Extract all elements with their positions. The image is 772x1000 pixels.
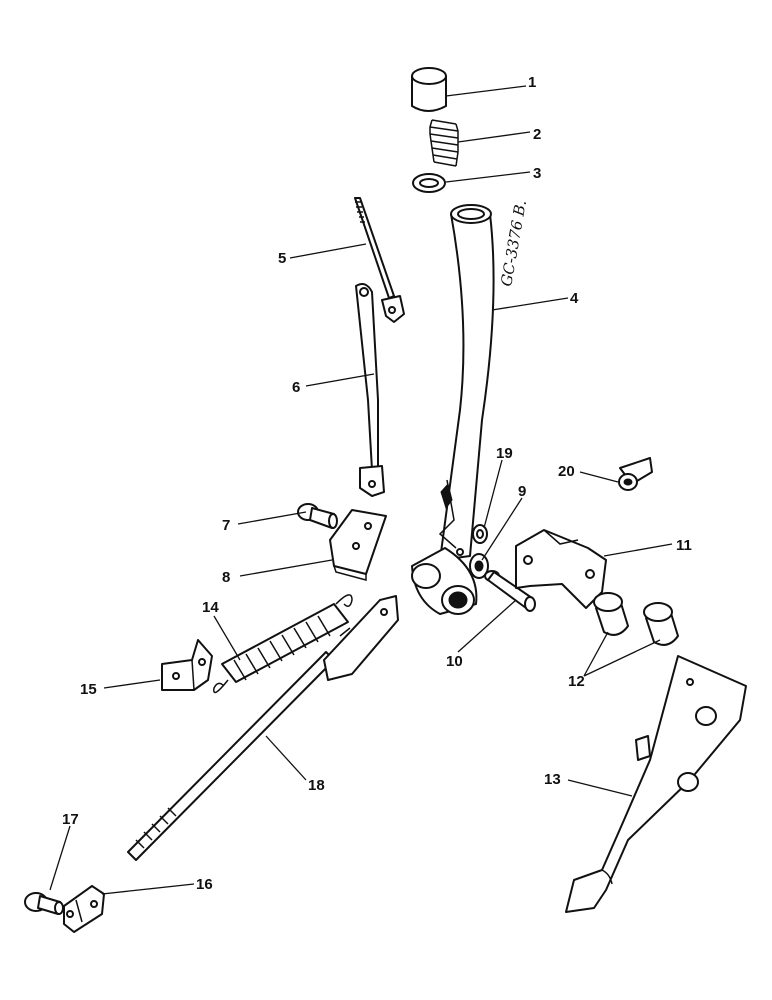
part-8-block-plate <box>329 509 387 581</box>
part-9-washer <box>469 553 489 579</box>
callout-5: 5 <box>278 250 286 267</box>
callout-labels: 1 2 3 4 5 6 7 8 9 10 11 12 13 14 15 16 1… <box>62 74 692 893</box>
callout-7: 7 <box>222 517 230 534</box>
callout-19: 19 <box>496 445 513 462</box>
callout-1: 1 <box>528 74 536 91</box>
callout-17: 17 <box>62 811 79 828</box>
part-19-washer <box>472 524 488 544</box>
callout-6: 6 <box>292 379 300 396</box>
callout-2: 2 <box>533 126 541 143</box>
callout-20: 20 <box>558 463 575 480</box>
part-20-clip <box>618 457 653 491</box>
part-12-bushings <box>593 592 679 646</box>
part-10-pin <box>484 570 536 612</box>
callout-9: 9 <box>518 483 526 500</box>
callout-18: 18 <box>308 777 325 794</box>
callout-15: 15 <box>80 681 97 698</box>
part-3-washer <box>412 173 446 193</box>
callout-16: 16 <box>196 876 213 893</box>
callout-14: 14 <box>202 599 219 616</box>
part-5-upper-rod <box>354 197 405 323</box>
callout-13: 13 <box>544 771 561 788</box>
part-13-pedal <box>565 655 747 913</box>
callout-12: 12 <box>568 673 585 690</box>
part-6-link-arm <box>355 283 385 497</box>
part-16-clevis <box>63 885 105 933</box>
leader-lines <box>49 85 673 895</box>
callout-11: 11 <box>676 537 692 554</box>
callout-3: 3 <box>533 165 541 182</box>
part-17-pin <box>24 892 64 915</box>
callout-8: 8 <box>222 569 230 586</box>
callout-4: 4 <box>570 290 579 307</box>
part-14-tension-spring <box>213 594 353 694</box>
part-18-rod <box>127 595 399 861</box>
part-2-spring <box>429 119 459 167</box>
part-7-clevis-pin <box>297 503 338 529</box>
drawing-code-stamp: GC-3376 B. <box>497 199 530 288</box>
part-15-small-bracket <box>161 639 213 691</box>
callout-10: 10 <box>446 653 463 670</box>
part-4-lever-tube <box>411 204 495 615</box>
part-1-knob <box>411 67 447 112</box>
